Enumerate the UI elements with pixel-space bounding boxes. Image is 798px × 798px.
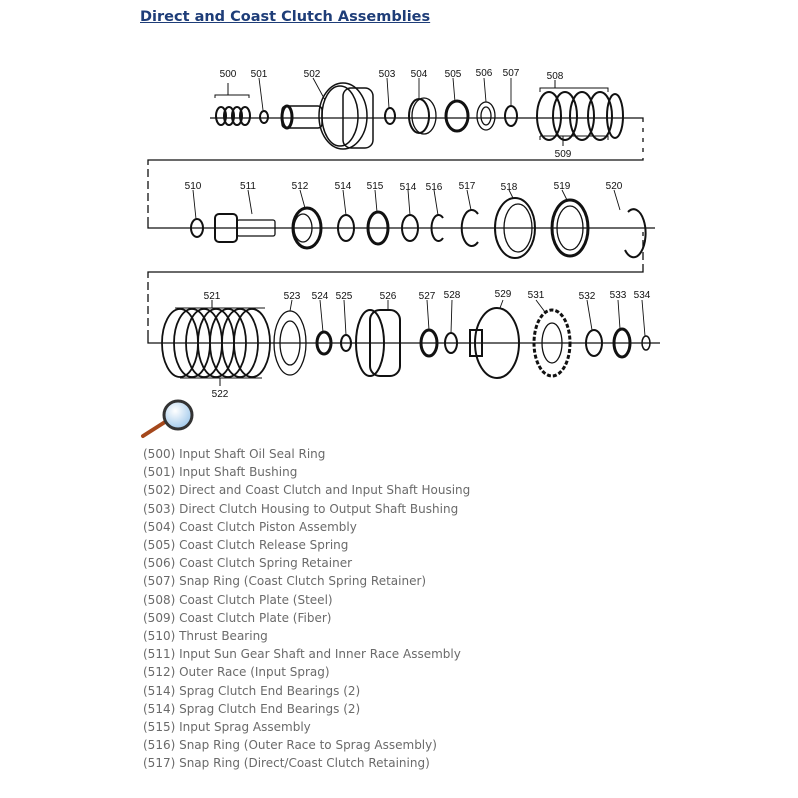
callout-508: 508	[547, 71, 564, 82]
callout-510: 510	[185, 181, 202, 192]
callout-520: 520	[606, 181, 623, 192]
part-524	[315, 330, 333, 356]
legend-item: (508) Coast Clutch Plate (Steel)	[143, 592, 333, 607]
part-533	[612, 327, 632, 359]
legend-item: (510) Thrust Bearing	[143, 629, 268, 644]
part-502-housing	[280, 82, 374, 150]
legend-item: (503) Direct Clutch Housing to Output Sh…	[143, 501, 459, 516]
callout-507: 507	[503, 68, 520, 79]
callout-501: 501	[251, 69, 268, 80]
part-531	[532, 308, 572, 378]
callout-517: 517	[459, 181, 476, 192]
part-519	[550, 198, 590, 258]
page-title-link[interactable]: Direct and Coast Clutch Assemblies	[140, 9, 431, 25]
callout-503: 503	[379, 69, 396, 80]
callout-511: 511	[240, 181, 256, 192]
callout-522: 522	[212, 389, 229, 400]
row3-callouts: 521 522 523 524 525 526 527 528 529 531 …	[204, 289, 651, 400]
part-518	[494, 197, 536, 259]
legend-item: (517) Snap Ring (Direct/Coast Clutch Ret…	[143, 756, 430, 771]
part-510	[190, 218, 204, 238]
legend-item: (507) Snap Ring (Coast Clutch Spring Ret…	[143, 574, 427, 589]
legend-item: (501) Input Shaft Bushing	[143, 465, 298, 480]
parts-legend-list: (500) Input Shaft Oil Seal Ring (501) In…	[143, 445, 470, 773]
row1-callouts: 500 501 502 503 504 505 506 507 508 509	[220, 68, 572, 160]
part-526	[355, 309, 401, 377]
part-507	[504, 105, 518, 127]
legend-item: (512) Outer Race (Input Sprag)	[143, 665, 330, 680]
callout-527: 527	[419, 291, 436, 302]
callout-500: 500	[220, 69, 237, 80]
part-500-seal-rings	[215, 106, 251, 126]
legend-item: (500) Input Shaft Oil Seal Ring	[143, 447, 326, 461]
callout-509: 509	[555, 149, 572, 160]
part-521-522-plates	[161, 308, 271, 378]
legend-item: (514) Sprag Clutch End Bearings (2)	[143, 683, 361, 698]
legend-item: (511) Input Sun Gear Shaft and Inner Rac…	[143, 647, 461, 662]
callout-515: 515	[367, 181, 384, 192]
callout-524: 524	[312, 291, 329, 302]
row2-callouts: 510 511 512 514 515 514 516 517 518 519 …	[185, 181, 623, 193]
callout-518: 518	[501, 182, 518, 193]
callout-521: 521	[204, 291, 221, 302]
legend-item: (502) Direct and Coast Clutch and Input …	[143, 483, 471, 498]
part-532	[585, 329, 603, 357]
callout-516: 516	[426, 182, 443, 193]
callout-502: 502	[304, 69, 321, 80]
part-520	[624, 208, 647, 259]
callout-506: 506	[476, 68, 493, 79]
part-506	[476, 101, 496, 131]
callout-514: 514	[335, 181, 352, 192]
part-505	[444, 99, 470, 133]
callout-505: 505	[445, 69, 462, 80]
callout-533: 533	[610, 290, 627, 301]
callout-534: 534	[634, 290, 651, 301]
part-534	[641, 335, 651, 351]
legend-item: (516) Snap Ring (Outer Race to Sprag Ass…	[143, 738, 437, 753]
exploded-parts-diagram: 500 501 502 503 504 505 506 507 508 509 …	[146, 68, 660, 400]
legend-item: (505) Coast Clutch Release Spring	[143, 538, 349, 553]
part-508-509-plates	[536, 91, 624, 141]
part-529	[469, 307, 520, 379]
callout-531: 531	[528, 290, 545, 301]
legend-item: (509) Coast Clutch Plate (Fiber)	[143, 610, 332, 625]
callout-528: 528	[444, 290, 461, 301]
callout-504: 504	[411, 69, 428, 80]
legend-item: (506) Coast Clutch Spring Retainer	[143, 556, 353, 571]
legend-item: (504) Coast Clutch Piston Assembly	[143, 519, 357, 534]
part-517	[460, 209, 479, 247]
legend-item: (514) Sprag Clutch End Bearings (2)	[143, 701, 361, 716]
callout-526: 526	[380, 291, 397, 302]
callout-512: 512	[292, 181, 309, 192]
magnifier-icon[interactable]	[139, 398, 199, 440]
part-511-shaft	[214, 213, 276, 243]
part-516	[430, 214, 444, 242]
callout-525: 525	[336, 291, 353, 302]
callout-514b: 514	[400, 182, 417, 193]
callout-529: 529	[495, 289, 512, 300]
axis-line-row3	[147, 232, 660, 344]
part-501	[259, 110, 269, 124]
part-515	[366, 210, 390, 246]
part-512	[291, 206, 323, 250]
callout-519: 519	[554, 181, 571, 192]
callout-532: 532	[579, 291, 596, 302]
part-503	[384, 107, 396, 125]
callout-523: 523	[284, 291, 301, 302]
legend-item: (515) Input Sprag Assembly	[143, 720, 311, 735]
